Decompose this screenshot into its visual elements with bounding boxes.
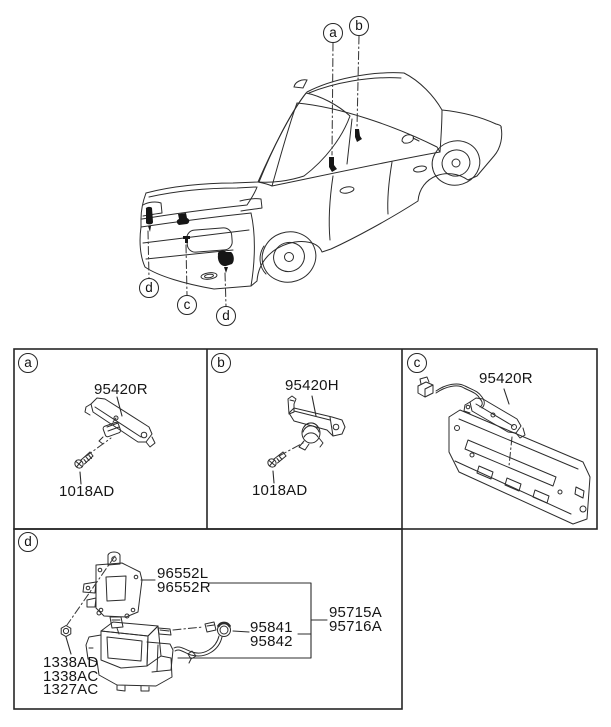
panel-c-badge: c (407, 353, 427, 373)
part-code-95420R-panel-c: 95420R (479, 370, 533, 387)
panel-b-bracket (287, 395, 346, 451)
exhaust-tip (200, 272, 218, 280)
bumper-sensor-left (145, 206, 153, 232)
part-code-95842: 95842 (250, 632, 293, 650)
part-code-fastener-group: 1338AD 1338AC 1327AC (43, 654, 99, 699)
vehicle-callout-a-letter: a (329, 25, 337, 41)
part-code-1327AC: 1327AC (43, 681, 99, 699)
panel-d-mounting-bracket (82, 551, 143, 629)
part-code-96552R: 96552R (157, 578, 211, 596)
panel-b-letter: b (217, 355, 225, 371)
panel-d-flange-nut (60, 625, 72, 638)
vehicle-callout-d-left: d (139, 278, 159, 298)
panel-a-letter: a (24, 355, 32, 371)
part-code-95841: 95841 (250, 619, 293, 636)
part-code-assembly-group: 95715A 95716A (329, 604, 382, 635)
front-wheel (431, 140, 481, 186)
panel-c-cable (435, 383, 485, 409)
panel-d-label-leaders (65, 579, 328, 659)
vehicle-callout-d-right: d (216, 306, 236, 326)
panel-d-badge: d (18, 532, 38, 552)
roof-antenna-fin (293, 79, 308, 89)
vehicle-callout-b-letter: b (355, 18, 363, 34)
panel-d-wiring-harness (172, 621, 231, 664)
callout-leader-lines (147, 35, 360, 307)
bumper-sensor-right (217, 250, 234, 273)
panel-a-screw (74, 451, 94, 469)
part-code-95716A: 95716A (329, 617, 382, 635)
vehicle-callout-c-letter: c (183, 297, 191, 313)
cabin-sensor-b (355, 129, 362, 142)
panel-b-badge: b (211, 353, 231, 373)
part-code-1338AD: 1338AD (43, 654, 99, 671)
part-code-1338AC: 1338AC (43, 667, 99, 685)
panel-c-letter: c (413, 355, 421, 371)
vehicle-callout-a: a (323, 23, 343, 43)
part-code-1018AD-panel-a: 1018AD (59, 483, 115, 500)
panel-d-drawing (60, 551, 328, 692)
cabin-sensor-a (329, 157, 337, 172)
vehicle-callout-c: c (177, 295, 197, 315)
panel-c-antenna-connector (417, 376, 434, 398)
panel-a-drawing (74, 396, 156, 485)
rear-window (258, 92, 351, 183)
front-door-handle (413, 165, 427, 173)
vehicle-callout-d-right-letter: d (222, 308, 230, 324)
part-code-95420R-panel-a: 95420R (94, 381, 148, 398)
tail-lamp-left (142, 201, 163, 217)
vehicle-callout-d-left-letter: d (145, 280, 153, 296)
part-code-96552L: 96552L (157, 565, 209, 582)
vehicle-callout-b: b (349, 16, 369, 36)
rear-wheel (259, 231, 317, 283)
panel-b-drawing (267, 395, 346, 484)
part-code-1018AD-panel-b: 1018AD (252, 482, 308, 499)
tail-lamp-right (239, 198, 263, 212)
panel-c-rear-body-panel (448, 409, 591, 525)
rear-door-handle (339, 186, 355, 194)
bumper-connector-c (183, 236, 190, 243)
panel-grid (13, 348, 598, 710)
part-code-95715A: 95715A (329, 604, 382, 621)
part-code-95420H-panel-b: 95420H (285, 377, 339, 394)
panel-b-screw (267, 451, 287, 468)
license-plate-recess (186, 227, 233, 253)
panel-c-drawing (417, 376, 591, 525)
trunk-deck-sensor (176, 213, 190, 225)
panel-c-bracket (463, 397, 526, 439)
panel-a-bracket (84, 397, 156, 448)
side-mirror (401, 134, 420, 144)
panel-d-letter: d (24, 534, 32, 550)
part-code-bracket-group: 96552L 96552R (157, 565, 211, 596)
part-code-harness-group: 95841 95842 (250, 619, 293, 650)
vehicle-drawing (139, 35, 503, 307)
panel-a-badge: a (18, 353, 38, 373)
panel-d-control-module (85, 610, 174, 692)
